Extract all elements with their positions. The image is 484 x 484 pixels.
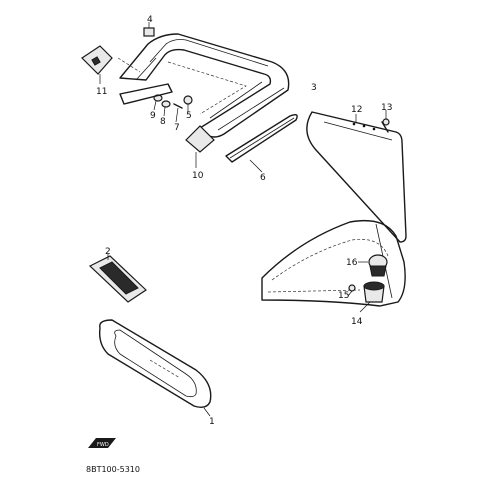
part-5-nut <box>183 95 193 112</box>
part-12-panel <box>306 111 407 243</box>
callout-11: 11 <box>96 87 107 97</box>
callout-8: 8 <box>160 117 166 127</box>
part-15-pin <box>347 284 356 297</box>
fwd-badge-text: FWD <box>97 442 109 448</box>
part-10-pad <box>185 125 215 168</box>
part-8-washer <box>161 100 171 117</box>
callout-3: 3 <box>311 83 317 93</box>
part-1-cover <box>98 319 212 417</box>
callout-13: 13 <box>381 103 392 113</box>
part-11-bracket <box>81 45 113 84</box>
part-3-u-frame <box>119 33 290 138</box>
callout-12: 12 <box>351 105 362 115</box>
callout-15: 15 <box>338 291 349 301</box>
callout-2: 2 <box>105 247 111 257</box>
callout-6: 6 <box>260 173 266 183</box>
callout-16: 16 <box>346 258 358 268</box>
part-16-bulb <box>358 254 388 277</box>
callout-9: 9 <box>150 111 156 121</box>
callout-1: 1 <box>209 417 215 427</box>
part-7-bolt <box>173 103 183 123</box>
callout-10: 10 <box>192 171 204 181</box>
part-9-washer <box>153 94 163 111</box>
fwd-badge: FWD <box>88 438 116 448</box>
callout-4: 4 <box>147 15 153 25</box>
part-13-screw <box>381 110 390 133</box>
part-2-lens <box>88 254 147 303</box>
part-14-socket <box>359 281 385 313</box>
callout-5: 5 <box>186 111 192 121</box>
callout-14: 14 <box>351 317 363 327</box>
callout-7: 7 <box>174 123 180 133</box>
footer-code: 8BT100-5310 <box>86 465 140 474</box>
part-4-clip <box>143 22 155 37</box>
part-6-strip <box>119 83 298 173</box>
